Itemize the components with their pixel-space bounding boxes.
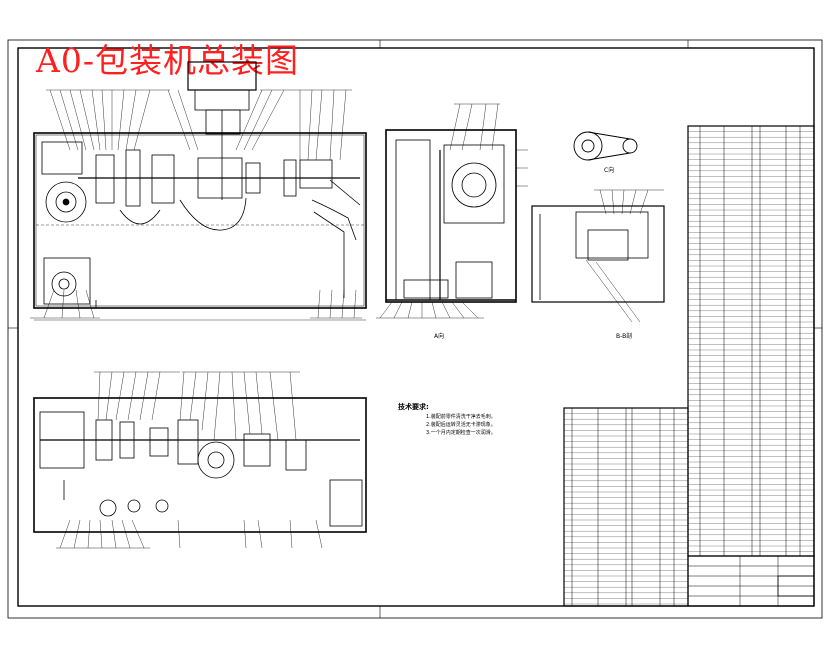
outer-frame: [7, 39, 823, 619]
title-block: [687, 555, 815, 607]
section-view-label: B-B剖: [616, 332, 632, 340]
section-view-bb: [531, 189, 665, 323]
side-view-label: A向: [434, 332, 444, 340]
tech-req-item-1: 1.装配前零件清洗干净去毛刺。: [426, 413, 496, 420]
technical-requirements: 技术要求: 1.装配前零件清洗干净去毛刺。 2.装配后运转灵活无卡滞现象。 3.…: [398, 402, 496, 436]
tech-req-item-3: 3.一个月内定期检查一次润滑。: [426, 429, 496, 436]
parts-list-bottom: [563, 407, 689, 607]
top-view: [33, 371, 367, 549]
zone-ticks: [8, 40, 822, 618]
side-view-a: [376, 103, 528, 319]
tech-req-item-2: 2.装配后运转灵活无卡滞现象。: [426, 421, 496, 428]
pulley-view-label: C向: [604, 166, 614, 174]
front-view: [30, 61, 367, 321]
drawing-title: A0-包装机总装图: [35, 41, 299, 80]
tech-req-heading: 技术要求:: [398, 402, 429, 411]
pulley-view: [573, 131, 638, 161]
parts-list-right: [687, 125, 815, 557]
